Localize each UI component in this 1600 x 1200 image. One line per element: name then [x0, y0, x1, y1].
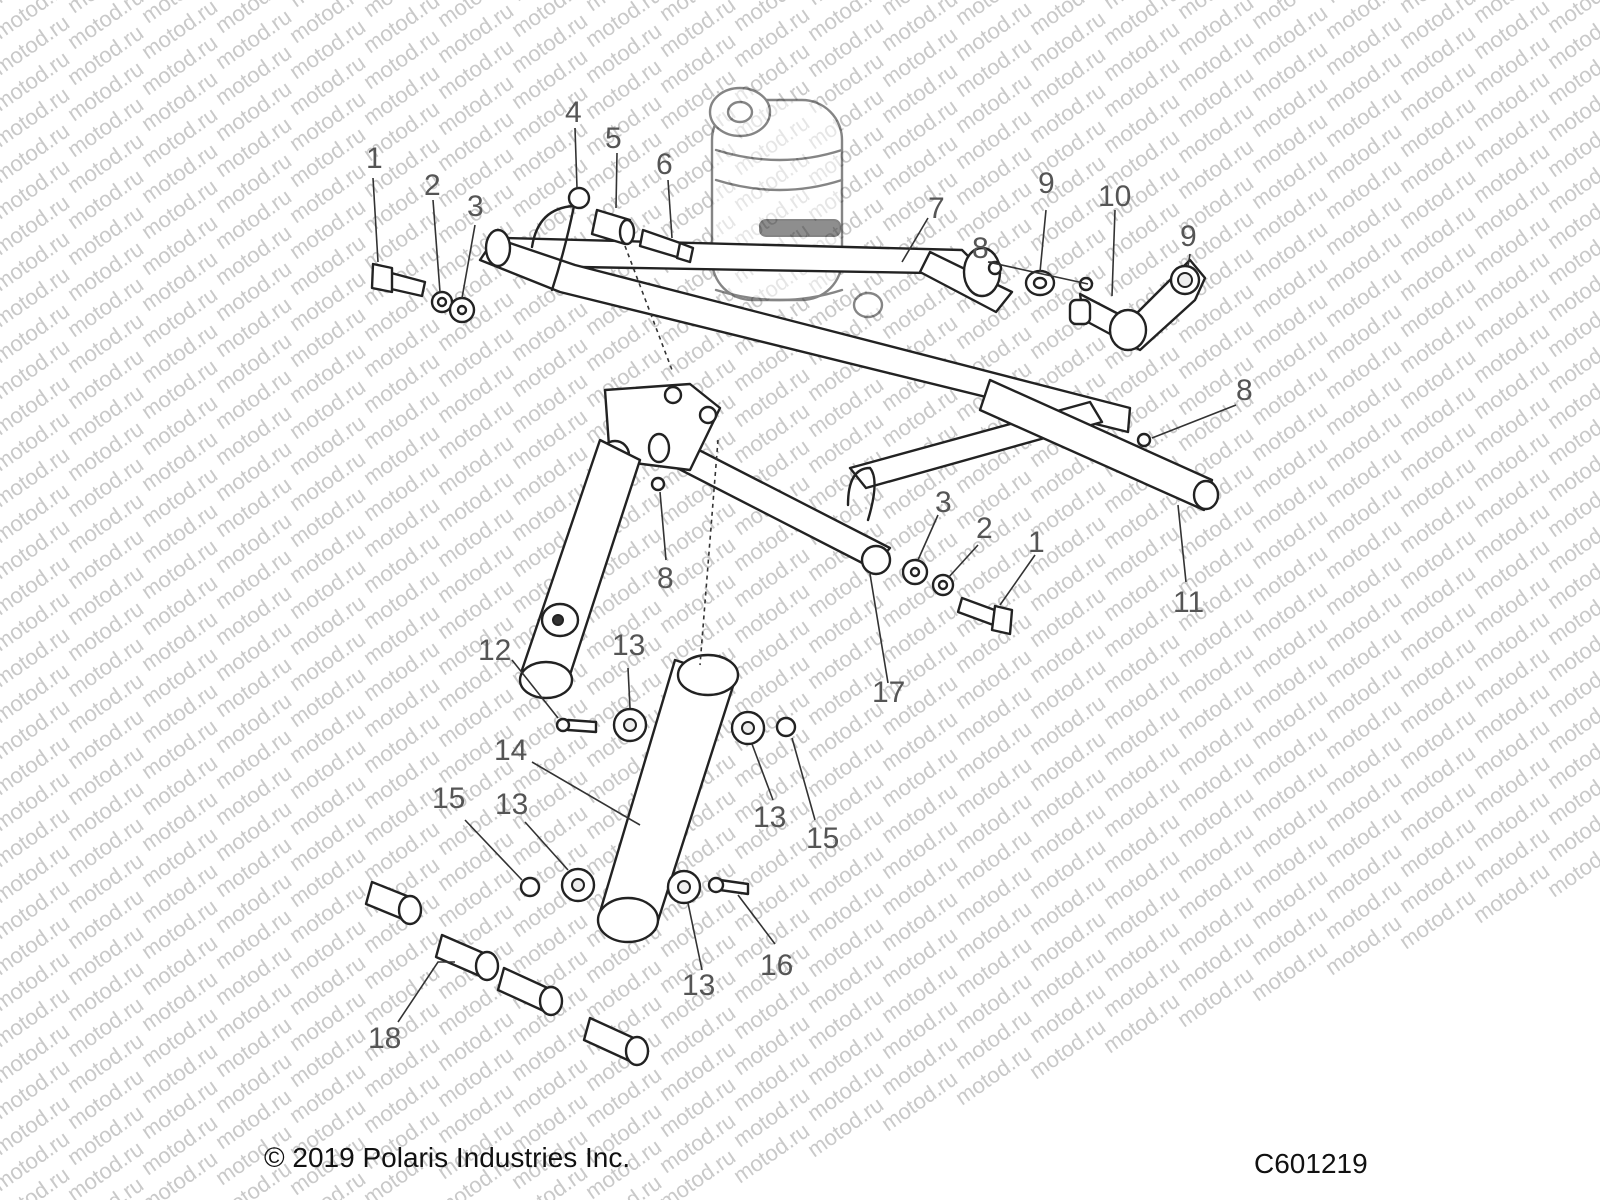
callout-label: 13 — [495, 788, 528, 821]
copyright-notice: © 2019 Polaris Industries Inc. — [264, 1142, 631, 1173]
callout-label: 2 — [424, 169, 441, 202]
callout-label: 3 — [467, 190, 484, 223]
callout-label: 7 — [928, 192, 945, 225]
bushing-bolt-group-top — [567, 186, 695, 264]
bracket-spacer-group — [1024, 258, 1207, 352]
callout-label: 3 — [935, 486, 952, 519]
callout-label: 11 — [1173, 586, 1204, 619]
callout-label: 8 — [657, 562, 674, 595]
callout-label: 18 — [368, 1022, 401, 1055]
figure-code: C601219 — [1254, 1148, 1368, 1179]
callout-label: 1 — [366, 142, 383, 175]
lower-link-group — [519, 653, 797, 944]
callout-label: 4 — [565, 96, 582, 129]
callout-label: 13 — [612, 629, 645, 662]
callout-label: 13 — [753, 801, 786, 834]
callout-label: 2 — [976, 512, 993, 545]
callout-label: 9 — [1180, 220, 1197, 253]
callout-label: 13 — [682, 969, 715, 1002]
callout-label: 15 — [432, 782, 465, 815]
callout-label: 8 — [972, 232, 989, 265]
callout-label: 16 — [760, 949, 793, 982]
a-arm-frame — [478, 204, 1220, 700]
callout-label: 17 — [872, 676, 905, 709]
callout-label: 14 — [494, 734, 527, 767]
callout-label: 10 — [1098, 180, 1131, 213]
callout-numbers: 1 2 3 4 5 6 7 8 9 10 9 8 8 3 2 1 8 11 17… — [366, 96, 1253, 1055]
bolt-washer-group-left — [370, 262, 476, 324]
bolt-washer-group-right — [901, 558, 1014, 636]
leader-lines — [372, 127, 1237, 1023]
callout-label: 9 — [1038, 167, 1055, 200]
shock-absorber — [708, 86, 884, 319]
callout-label: 15 — [806, 822, 839, 855]
callout-label: 12 — [478, 634, 511, 667]
bushing-set — [364, 880, 650, 1067]
callout-label: 8 — [1236, 374, 1253, 407]
callout-label: 6 — [656, 148, 673, 181]
callout-label: 1 — [1028, 526, 1045, 559]
callout-label: 5 — [605, 122, 622, 155]
